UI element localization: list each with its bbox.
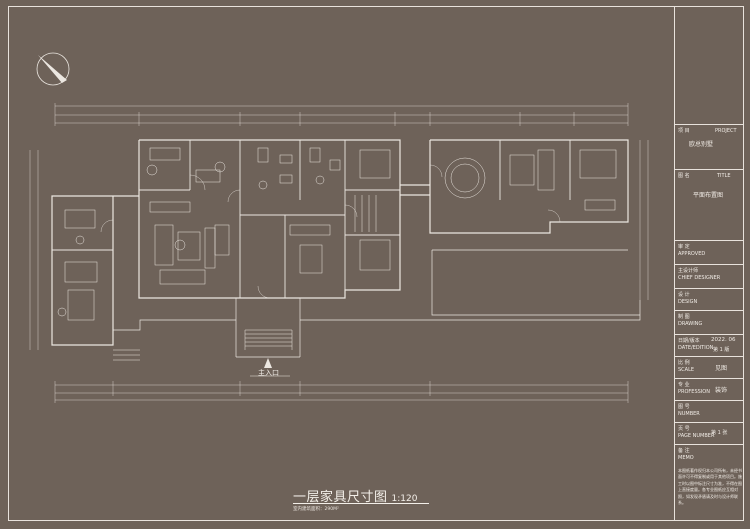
- tb-date-value: 2022. 06: [711, 337, 736, 343]
- tb-scale-label: 比 例: [678, 360, 690, 366]
- door-swings: [100, 164, 561, 299]
- tb-number-row: 图 号 NUMBER: [675, 400, 744, 422]
- entrance-label: 主入口: [258, 369, 279, 377]
- drawing-scale: 1:120: [391, 494, 418, 504]
- dining-furniture: [444, 149, 617, 211]
- office-furniture: [57, 209, 98, 321]
- tb-number-label: 图 号: [678, 404, 690, 410]
- tb-page-label: 页 号: [678, 426, 690, 432]
- tb-chief-label: 主设计师: [678, 268, 699, 274]
- tb-approved-label: 审 定: [678, 244, 690, 250]
- drawing-title: 一层家具尺寸图: [293, 490, 388, 505]
- tb-profession-row: 专 业 PROFESSION 装饰: [675, 378, 744, 400]
- interior-walls: [52, 140, 571, 298]
- tb-project-value: 欧总别墅: [689, 141, 714, 148]
- tb-design-label-en: DESIGN: [678, 299, 698, 305]
- bathroom-fixtures: [257, 147, 341, 274]
- tb-edition-value: 第 1 版: [713, 347, 730, 353]
- tb-project-label: 项 目: [678, 128, 690, 134]
- north-arrow-icon: [36, 52, 70, 86]
- side-dimension-lines: [29, 140, 649, 350]
- tb-number-label-en: NUMBER: [678, 411, 700, 417]
- tb-date-label: 日期/版本: [678, 338, 700, 344]
- tb-design-label: 设 计: [678, 292, 690, 298]
- tb-page-value: 第 1 张: [711, 430, 728, 436]
- tb-memo-row: 备 注 MEMO: [675, 444, 744, 466]
- bottom-dimension-lines: [54, 381, 629, 403]
- tb-approved-row: 审 定 APPROVED: [675, 240, 744, 264]
- title-block: 项 目 PROJECT 欧总别墅 图 名 TITLE 平面布置图 审 定 APP…: [674, 6, 744, 521]
- terrace-outline: [112, 249, 641, 358]
- tb-page-row: 页 号 PAGE NUMBER 第 1 张: [675, 422, 744, 444]
- top-dimension-lines: [54, 103, 629, 126]
- sheet-border: [8, 6, 744, 521]
- tb-drawing-label: 制 图: [678, 314, 690, 320]
- bedroom-furniture: [354, 149, 391, 271]
- tb-page-label-en: PAGE NUMBER: [678, 433, 715, 439]
- tb-profession-label: 专 业: [678, 382, 690, 388]
- tb-profession-value: 装饰: [715, 387, 728, 394]
- exterior-walls: [51, 139, 629, 346]
- tb-project-row: 项 目 PROJECT 欧总别墅: [675, 124, 744, 148]
- tb-memo-text: 本图纸著作权归本公司所有，未经书面许可不得复制或用于其他项目。施工时以图中标注尺…: [678, 468, 742, 506]
- tb-drawing-label-en: DRAWING: [678, 321, 703, 327]
- tb-date-label-en: DATE/EDITION: [678, 345, 714, 351]
- tb-profession-label-en: PROFESSION: [678, 389, 710, 395]
- tb-chief-label-en: CHIEF DESIGNER: [678, 275, 721, 281]
- tb-approved-label-en: APPROVED: [678, 251, 706, 257]
- tb-scale-row: 比 例 SCALE 见图: [675, 356, 744, 378]
- entrance-steps: [113, 329, 293, 361]
- tb-date-row: 日期/版本 DATE/EDITION 2022. 06 第 1 版: [675, 334, 744, 356]
- caption-underline: [293, 503, 429, 504]
- tb-scale-value: 见图: [715, 365, 728, 372]
- tb-design-row: 设 计 DESIGN: [675, 288, 744, 310]
- tb-title-value: 平面布置图: [693, 192, 724, 199]
- tb-drawing-row: 制 图 DRAWING: [675, 310, 744, 334]
- tb-title-label-en: TITLE: [717, 173, 731, 179]
- tb-memo-label: 备 注: [678, 448, 690, 454]
- tb-scale-label-en: SCALE: [678, 367, 695, 373]
- entrance-arrow-icon: [250, 358, 290, 377]
- tb-memo-label-en: MEMO: [678, 455, 694, 461]
- living-room-furniture: [149, 201, 230, 285]
- tb-title-row: 图 名 TITLE 平面布置图: [675, 169, 744, 203]
- area-note: 室内建筑面积：290M²: [293, 507, 339, 512]
- tb-chief-row: 主设计师 CHIEF DESIGNER: [675, 264, 744, 288]
- study-furniture: [146, 147, 226, 183]
- tb-project-label-en: PROJECT: [715, 128, 737, 134]
- tb-title-label: 图 名: [678, 173, 690, 179]
